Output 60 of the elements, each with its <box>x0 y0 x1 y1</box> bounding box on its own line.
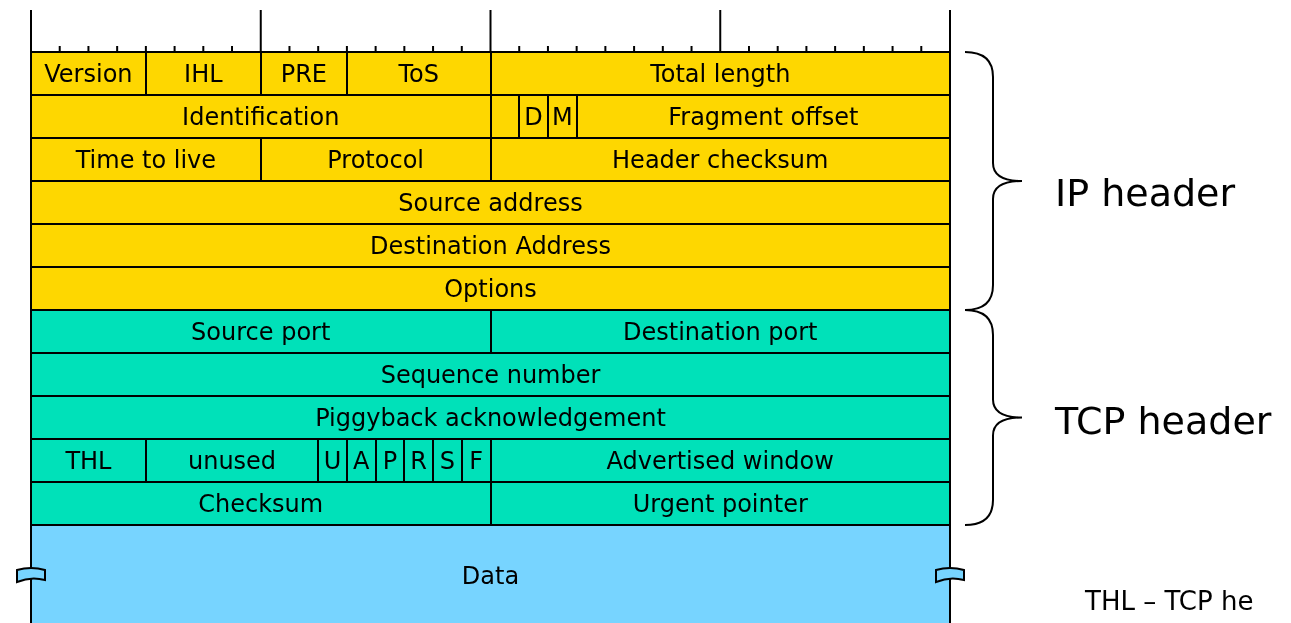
header-field <box>259 137 492 182</box>
field-label: S <box>439 448 456 473</box>
field-label: Fragment offset <box>668 104 859 129</box>
header-field <box>30 223 951 268</box>
field-label: Version <box>44 61 133 86</box>
header-field <box>30 481 492 526</box>
field-label: unused <box>187 448 277 473</box>
field-label: Data <box>461 564 520 588</box>
header-field <box>30 395 951 440</box>
field-label: M <box>551 104 573 129</box>
header-field <box>489 438 951 483</box>
field-label: Destination Address <box>370 233 611 258</box>
field-label: Advertised window <box>606 448 834 473</box>
field-label: Options <box>444 276 537 301</box>
header-field <box>30 51 147 96</box>
field-label: R <box>410 448 428 473</box>
header-field <box>489 481 951 526</box>
header-field <box>259 51 348 96</box>
field-label: Time to live <box>75 147 217 172</box>
header-field <box>144 51 262 96</box>
header-field <box>30 180 951 225</box>
field-label: D <box>524 104 543 129</box>
field-label: Source port <box>191 319 331 344</box>
note-text: THL – TCP he <box>1085 588 1254 614</box>
brace-label: IP header <box>1055 174 1236 212</box>
field-label: PRE <box>280 61 327 86</box>
header-field <box>489 309 951 354</box>
field-label: Piggyback acknowledgement <box>315 405 666 430</box>
header-field <box>489 137 951 182</box>
field-label: THL <box>65 448 112 473</box>
field-label: Urgent pointer <box>632 491 808 516</box>
header-field <box>30 438 147 483</box>
header-field <box>30 309 492 354</box>
data-field <box>30 524 951 623</box>
header-field <box>30 94 492 139</box>
header-field <box>144 438 320 483</box>
header-field <box>30 137 262 182</box>
field-label: F <box>469 448 484 473</box>
field-label: A <box>353 448 370 473</box>
field-label: P <box>382 448 398 473</box>
header-field <box>432 438 463 483</box>
header-field <box>30 352 951 397</box>
field-label: Source address <box>398 190 583 215</box>
field-label: Destination port <box>622 319 818 344</box>
field-label: Protocol <box>327 147 424 172</box>
header-field <box>345 51 492 96</box>
field-label: Total length <box>650 61 791 86</box>
brace-label: TCP header <box>1055 402 1272 440</box>
header-field <box>575 94 951 139</box>
field-label: Sequence number <box>380 362 601 387</box>
header-field <box>30 266 951 311</box>
header-field <box>518 94 549 139</box>
field-label: IHL <box>184 61 223 86</box>
field-label: ToS <box>398 61 439 86</box>
field-label: Checksum <box>198 491 324 516</box>
header-field <box>489 51 951 96</box>
field-label: U <box>323 448 342 473</box>
field-label: Header checksum <box>612 147 829 172</box>
field-label: Identification <box>182 104 340 129</box>
header-field <box>317 438 348 483</box>
